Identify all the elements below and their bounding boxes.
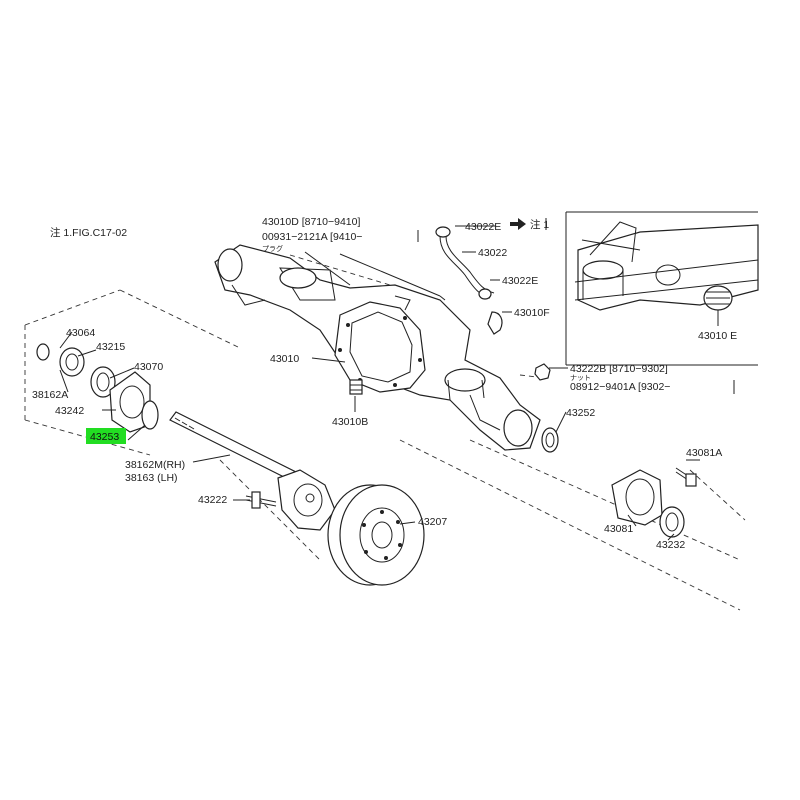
label-43207: 43207 [418,516,447,528]
highlight-43253 [86,428,126,444]
label-43253-highlighted: 43253 [90,431,119,443]
label-43222: 43222 [198,494,227,506]
label-43081A: 43081A [686,447,722,459]
label-note-ref: 注 1 [530,218,549,231]
plug-43010E [703,285,733,311]
label-00931: 00931−2121A [9410− [262,231,362,243]
label-43010F: 43010F [514,307,550,319]
label-38163: 38163 (LH) [125,472,178,484]
label-43010: 43010 [270,353,299,365]
axle-shaft [169,411,336,531]
note-text: 注 1.FIG.C17-02 [50,226,127,239]
label-38162A: 38162A [32,389,68,401]
drain-plug-43010B [349,379,363,395]
label-nut: ナット [570,374,591,382]
nut-43222B [534,363,551,381]
leader-lines [59,225,700,541]
breather-pipe [435,226,503,335]
label-43242: 43242 [55,405,84,417]
label-43252: 43252 [566,407,595,419]
label-08912: 08912−9401A [9302− [570,381,670,393]
label-43022: 43022 [478,247,507,259]
oil-seal-43252 [541,427,559,453]
bearing-group-right [611,467,697,538]
label-43064: 43064 [66,327,95,339]
label-43010D: 43010D [8710−9410] [262,216,360,228]
inset-detail [565,211,759,366]
label-43070: 43070 [134,361,163,373]
hub-bolt-43222 [245,491,277,509]
brake-disc-43207 [327,484,425,586]
label-38162M: 38162M(RH) [125,459,185,471]
label-43022E: 43022E [502,275,538,287]
label-43232: 43232 [656,539,685,551]
label-43081: 43081 [604,523,633,535]
axle-housing [214,244,541,451]
bearing-group-left [36,343,159,433]
arrow-icon [510,218,526,230]
label-plug: プラグ [262,244,283,253]
label-43222B: 43222B [8710−9302] [570,363,668,375]
label-43010B: 43010B [332,416,368,428]
label-43022E-top: 43022E [465,221,501,233]
label-43215: 43215 [96,341,125,353]
label-43010E: 43010 E [698,330,737,342]
